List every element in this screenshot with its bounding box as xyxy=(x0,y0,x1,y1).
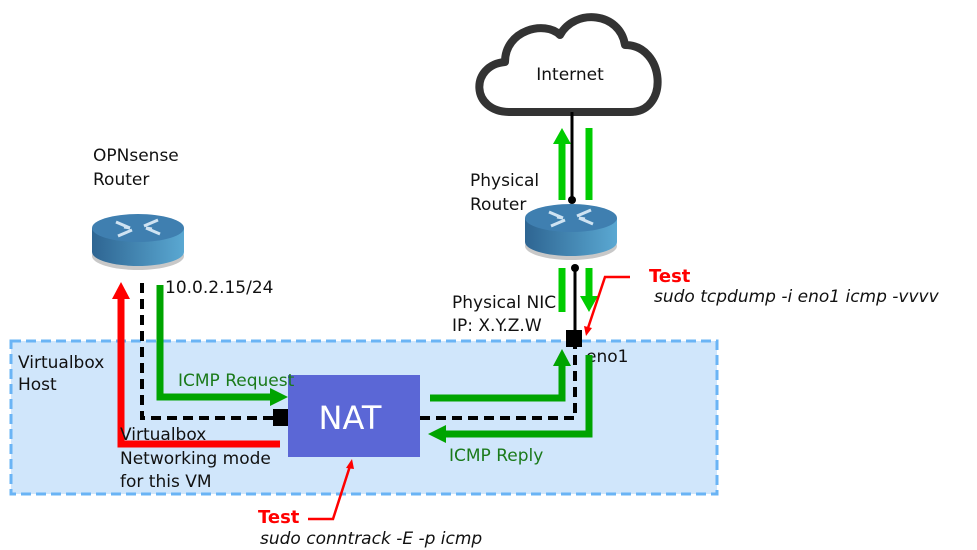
test-pointer-conntrack xyxy=(308,465,352,521)
icmp-request-arrowhead xyxy=(270,388,288,406)
test-label-tcpdump: Test xyxy=(649,266,691,287)
nic-name: eno1 xyxy=(586,347,628,367)
nat-port xyxy=(273,409,289,426)
test-command-tcpdump: sudo tcpdump -i eno1 icmp -vvvv xyxy=(654,287,940,307)
outer-up-arrowhead xyxy=(553,128,571,144)
nat-out-arrow xyxy=(430,365,566,402)
outer-flow-arrows xyxy=(558,128,593,312)
test-pointer-tcpdump xyxy=(586,275,630,329)
opnsense-ip: 10.0.2.15/24 xyxy=(165,278,273,298)
return-to-opnsense-arrow xyxy=(117,297,280,448)
opnsense-nat-link xyxy=(140,283,281,420)
nat-out-arrowhead xyxy=(553,349,571,366)
nat-label: NAT xyxy=(319,399,382,437)
router-bottom-port xyxy=(571,264,579,272)
return-arrowhead xyxy=(112,282,130,299)
icmp-reply-label: ICMP Reply xyxy=(449,446,543,466)
nic-port xyxy=(566,330,582,347)
test-pointer-conntrack-arrowhead xyxy=(346,459,354,469)
test-command-conntrack: sudo conntrack -E -p icmp xyxy=(260,529,482,549)
icmp-request-label: ICMP Request xyxy=(178,371,295,391)
outer-down-arrowhead xyxy=(580,296,598,312)
nat-box xyxy=(288,375,420,457)
internet-cloud-icon xyxy=(475,13,662,116)
icmp-reply-arrow xyxy=(444,355,593,438)
physical-router-icon xyxy=(523,202,619,262)
internet-label: Internet xyxy=(536,65,604,85)
icmp-request-arrow xyxy=(156,285,272,401)
router-top-port xyxy=(568,196,576,204)
nat-nic-link xyxy=(420,345,577,420)
opnsense-router-icon xyxy=(90,212,186,272)
test-label-conntrack: Test xyxy=(258,507,300,528)
icmp-reply-arrowhead xyxy=(428,425,446,443)
test-pointer-tcpdump-arrowhead xyxy=(584,326,592,336)
